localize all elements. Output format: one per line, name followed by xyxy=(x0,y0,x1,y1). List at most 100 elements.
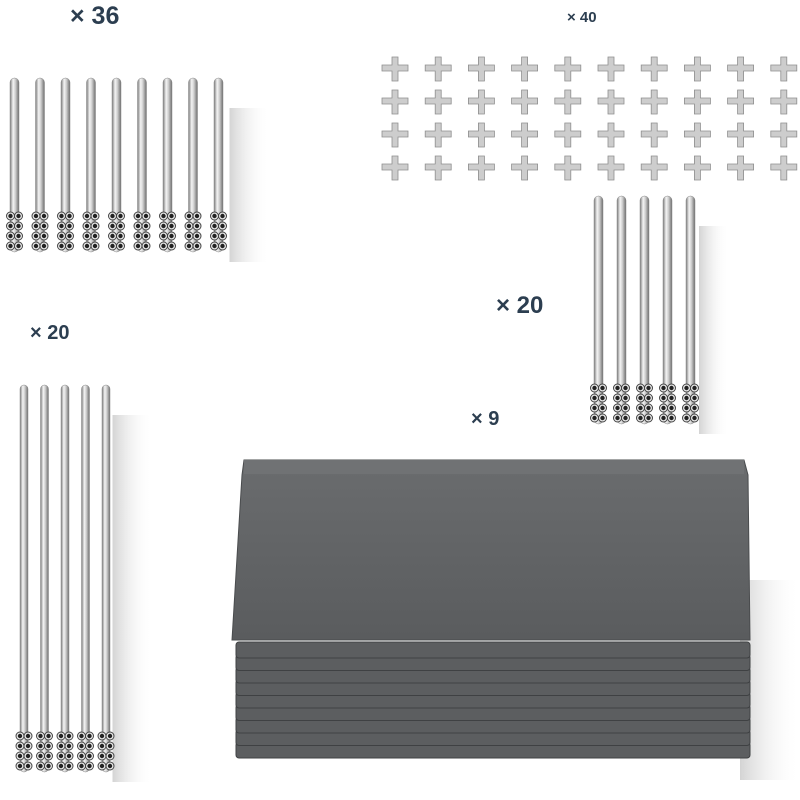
connector-piece xyxy=(554,122,582,148)
tube-end-hole xyxy=(87,763,92,769)
tube-end-hole xyxy=(143,223,149,229)
tube xyxy=(662,195,673,425)
quantity-label-panels-9: × 9 xyxy=(471,408,500,430)
connector-piece xyxy=(468,89,495,115)
tube-end-hole xyxy=(84,213,90,219)
tube-end-hole xyxy=(38,763,43,769)
tube xyxy=(593,195,604,425)
tube-end-hole xyxy=(186,223,192,229)
tube xyxy=(188,77,198,253)
tube-end-hole xyxy=(592,395,597,401)
tube-end-hole xyxy=(58,743,64,749)
tube-end-hole xyxy=(135,213,141,219)
panel-stack-9 xyxy=(231,459,800,780)
tube-end-hole xyxy=(17,753,23,759)
connector-grid-40 xyxy=(381,56,798,181)
tube-end-hole xyxy=(84,223,90,229)
tube-end-hole xyxy=(41,233,47,239)
tube-end-hole xyxy=(38,753,43,759)
tube-end-hole xyxy=(615,385,620,391)
tube-end-hole xyxy=(59,213,64,219)
tube-end-hole xyxy=(615,395,620,401)
tube-shadow xyxy=(112,415,153,782)
tube-end-hole xyxy=(600,415,605,421)
tube-end-hole xyxy=(46,753,51,759)
connector-piece xyxy=(381,56,409,82)
tube-end-hole xyxy=(194,213,200,219)
tube-end-hole xyxy=(99,753,105,759)
tube-end-hole xyxy=(143,243,149,249)
connector-piece xyxy=(381,155,409,181)
connector-piece xyxy=(511,155,538,181)
tube-end-hole xyxy=(600,395,605,401)
connector-piece xyxy=(554,56,582,82)
tube-end-hole xyxy=(186,243,192,249)
tube-end-hole xyxy=(669,395,674,401)
tube-end-hole xyxy=(623,415,628,421)
tube-end-hole xyxy=(661,415,666,421)
tube-end-hole xyxy=(623,405,628,411)
tube-end-hole xyxy=(58,753,64,759)
tube-end-hole xyxy=(8,223,13,229)
tube-end-hole xyxy=(646,395,651,401)
connector-piece xyxy=(684,155,711,181)
tube-end-hole xyxy=(669,415,674,421)
tube-end-hole xyxy=(169,243,174,249)
tube-end-hole xyxy=(79,763,84,769)
quantity-label-connectors-40: × 40 xyxy=(567,9,597,26)
tube xyxy=(60,384,70,773)
tube-end-hole xyxy=(600,385,605,391)
tube-end-hole xyxy=(66,753,72,759)
connector-piece xyxy=(727,122,754,148)
tube-bundle-20-long xyxy=(15,384,153,782)
connector-piece xyxy=(468,56,495,82)
tube-end-hole xyxy=(220,213,225,219)
tube-end-hole xyxy=(692,415,697,421)
connector-piece xyxy=(640,155,668,181)
tube-end-hole xyxy=(67,243,72,249)
connector-piece xyxy=(424,122,452,148)
tube-end-hole xyxy=(220,243,225,249)
tube-end-hole xyxy=(161,223,166,229)
tube xyxy=(19,384,29,773)
tube-bundle-20-short xyxy=(590,195,729,434)
tube-end-hole xyxy=(58,763,64,769)
tube-end-hole xyxy=(194,233,200,239)
tube-end-hole xyxy=(25,763,31,769)
tube-end-hole xyxy=(638,395,643,401)
connector-piece xyxy=(770,155,798,181)
tube-end-hole xyxy=(692,405,697,411)
tube-end-hole xyxy=(118,233,123,239)
connector-piece xyxy=(640,122,668,148)
tube-end-hole xyxy=(638,385,643,391)
tube xyxy=(60,77,71,253)
tube xyxy=(685,195,696,425)
tube-end-hole xyxy=(669,385,674,391)
panel-lip xyxy=(244,460,744,474)
tube-end-hole xyxy=(79,743,84,749)
tube-end-hole xyxy=(46,763,51,769)
tube-end-hole xyxy=(110,223,115,229)
tube-end-hole xyxy=(615,415,620,421)
tube-end-hole xyxy=(92,213,98,219)
tube-end-hole xyxy=(161,233,166,239)
tube xyxy=(101,384,111,773)
connector-piece xyxy=(597,89,625,115)
tube-end-hole xyxy=(41,223,47,229)
connector-piece xyxy=(424,89,452,115)
connector-piece xyxy=(727,56,754,82)
tube-end-hole xyxy=(161,213,166,219)
tube-end-hole xyxy=(38,733,43,739)
connector-piece xyxy=(554,155,582,181)
tube-end-hole xyxy=(135,233,141,239)
tube-end-hole xyxy=(661,395,666,401)
tube-end-hole xyxy=(107,743,113,749)
connector-piece xyxy=(770,56,798,82)
tube xyxy=(40,384,49,773)
tube-end-hole xyxy=(592,415,597,421)
tube-end-hole xyxy=(669,405,674,411)
tube-end-hole xyxy=(600,405,605,411)
tube-end-hole xyxy=(110,233,115,239)
tube-end-hole xyxy=(661,405,666,411)
tube-end-hole xyxy=(25,733,31,739)
